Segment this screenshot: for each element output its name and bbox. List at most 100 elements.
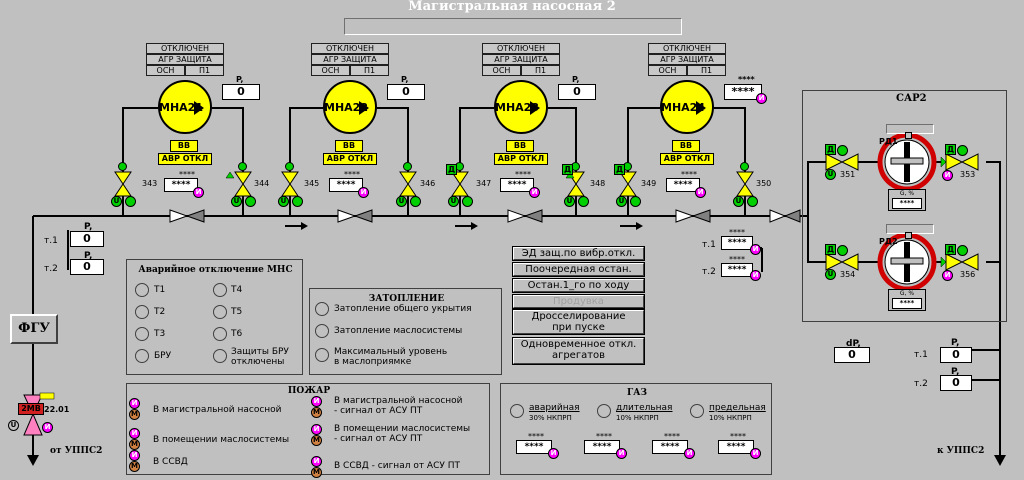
valve-349[interactable] [620, 172, 636, 196]
flood-title: ЗАТОПЛЕНИЕ [368, 294, 445, 304]
pump-value-box: **** [329, 178, 363, 192]
pump-direction-icon [194, 101, 204, 115]
pump-status-off: ОТКЛЮЧЕН [311, 43, 389, 54]
pump-2[interactable]: МНА22 [323, 80, 377, 134]
left-p1-value: 0 [70, 231, 104, 247]
gas-i-indicator[interactable]: И [548, 448, 559, 459]
emergency-indicator [135, 305, 149, 319]
pump-stars-label: **** [515, 170, 531, 179]
gas-value-label: **** [596, 432, 612, 441]
rd2-handle[interactable] [905, 232, 912, 239]
pump-pressure-value: 0 [222, 84, 260, 100]
command-button[interactable]: Дросселирование при пуске [512, 309, 645, 335]
pump-i-indicator[interactable]: И [695, 187, 706, 198]
fire-m-indicator[interactable]: М [129, 409, 140, 420]
valve-344[interactable] [235, 172, 251, 196]
fire-i-indicator[interactable]: И [129, 450, 140, 461]
fire-i-indicator[interactable]: И [311, 396, 322, 407]
valve-d-badge: Д [825, 144, 836, 155]
flood-panel: ЗАТОПЛЕНИЕ [309, 288, 502, 375]
mid-p2-i-indicator[interactable]: И [750, 270, 761, 281]
valve-346[interactable] [400, 172, 416, 196]
fire-m-indicator[interactable]: М [311, 467, 322, 478]
valve-open-indicator [125, 196, 136, 207]
dp-label: dP, [846, 339, 861, 349]
fgu-button[interactable]: ФГУ [10, 314, 58, 344]
valve-number: 345 [304, 179, 320, 188]
pump-avr-badge: АВР ОТКЛ [494, 153, 548, 165]
pump-i-indicator[interactable]: И [358, 187, 369, 198]
pump-direction-icon [359, 101, 369, 115]
right-p2-value: 0 [940, 375, 972, 391]
valve-356[interactable] [946, 254, 978, 270]
gas-title: ГАЗ [626, 388, 648, 398]
valve-u-indicator: U [231, 196, 242, 207]
valve-354[interactable] [826, 254, 858, 270]
pump-stars-label: **** [179, 170, 195, 179]
fire-m-indicator[interactable]: М [311, 435, 322, 446]
pump-pressure-value: 0 [387, 84, 425, 100]
valve-348[interactable] [568, 172, 584, 196]
mid-stars-1: **** [729, 228, 745, 237]
valve-open-indicator [410, 196, 421, 207]
fire-m-indicator[interactable]: М [129, 439, 140, 450]
valve-number: 353 [960, 170, 976, 179]
valve-351[interactable] [826, 154, 858, 170]
pump-3[interactable]: МНА23 [494, 80, 548, 134]
pump-4[interactable]: МНА24 [660, 80, 714, 134]
pump-mode-main: ОСН [311, 65, 350, 76]
command-button[interactable]: Одновременное откл. агрегатов [512, 337, 645, 365]
fire-i-indicator[interactable]: И [311, 456, 322, 467]
pump-pressure-i-indicator[interactable]: И [756, 93, 767, 104]
pump-status-protection: АГР ЗАЩИТА [146, 54, 224, 65]
pump-avr-badge: АВР ОТКЛ [660, 153, 714, 165]
mid-p1-i-indicator[interactable]: И [750, 244, 761, 255]
valve-i-indicator[interactable]: И [942, 270, 953, 281]
pump-1[interactable]: МНА21 [158, 80, 212, 134]
fire-title: ПОЖАР [287, 386, 331, 396]
fire-i-indicator[interactable]: И [129, 398, 140, 409]
valve-number: 348 [590, 179, 606, 188]
rd1-label: РД1 [879, 137, 898, 146]
valve-state-indicator [957, 145, 968, 156]
flood-label: Затопление общего укрытия [334, 304, 472, 314]
rd1-handle[interactable] [905, 132, 912, 139]
fire-label: В помещении маслосистемы - сигнал от АСУ… [334, 424, 471, 444]
valve-u-indicator: U [448, 196, 459, 207]
valve-number: 344 [254, 179, 270, 188]
pump-i-indicator[interactable]: И [529, 187, 540, 198]
valve-353[interactable] [946, 154, 978, 170]
valve-state-indicator [403, 162, 412, 171]
valve-i-indicator[interactable]: И [942, 170, 953, 181]
valve-state-indicator [837, 145, 848, 156]
valve-350[interactable] [737, 172, 753, 196]
valve-state-indicator [285, 162, 294, 171]
valve-343[interactable] [115, 172, 131, 196]
rd1-flow-value: **** [892, 198, 922, 209]
right-p1-tap: т.1 [914, 350, 928, 360]
gas-i-indicator[interactable]: И [684, 448, 695, 459]
pump-pressure-label: **** [738, 75, 755, 84]
pump-mode-p1: П1 [687, 65, 726, 76]
command-button[interactable]: Поочередная остан. [512, 262, 645, 277]
valve-2mv-tag[interactable]: 2МВ [18, 403, 44, 415]
gas-i-indicator[interactable]: И [616, 448, 627, 459]
pump-mode-main: ОСН [146, 65, 185, 76]
fire-i-indicator[interactable]: И [311, 424, 322, 435]
gas-level-threshold: 10% НКПРП [709, 414, 752, 422]
gas-i-indicator[interactable]: И [750, 448, 761, 459]
valve-d-badge: Д [446, 164, 457, 175]
command-button[interactable]: Продувка [512, 294, 645, 309]
fire-i-indicator[interactable]: И [129, 428, 140, 439]
command-button[interactable]: ЭД защ.по вибр.откл. [512, 246, 645, 261]
fire-m-indicator[interactable]: М [311, 407, 322, 418]
pump-status-protection: АГР ЗАЩИТА [648, 54, 726, 65]
command-button[interactable]: Остан.1_го по ходу [512, 278, 645, 293]
emergency-indicator [213, 327, 227, 341]
valve-347[interactable] [452, 172, 468, 196]
pump-i-indicator[interactable]: И [193, 187, 204, 198]
fire-m-indicator[interactable]: М [129, 461, 140, 472]
valve-2mv-i-indicator[interactable]: И [42, 422, 53, 433]
valve-345[interactable] [282, 172, 298, 196]
